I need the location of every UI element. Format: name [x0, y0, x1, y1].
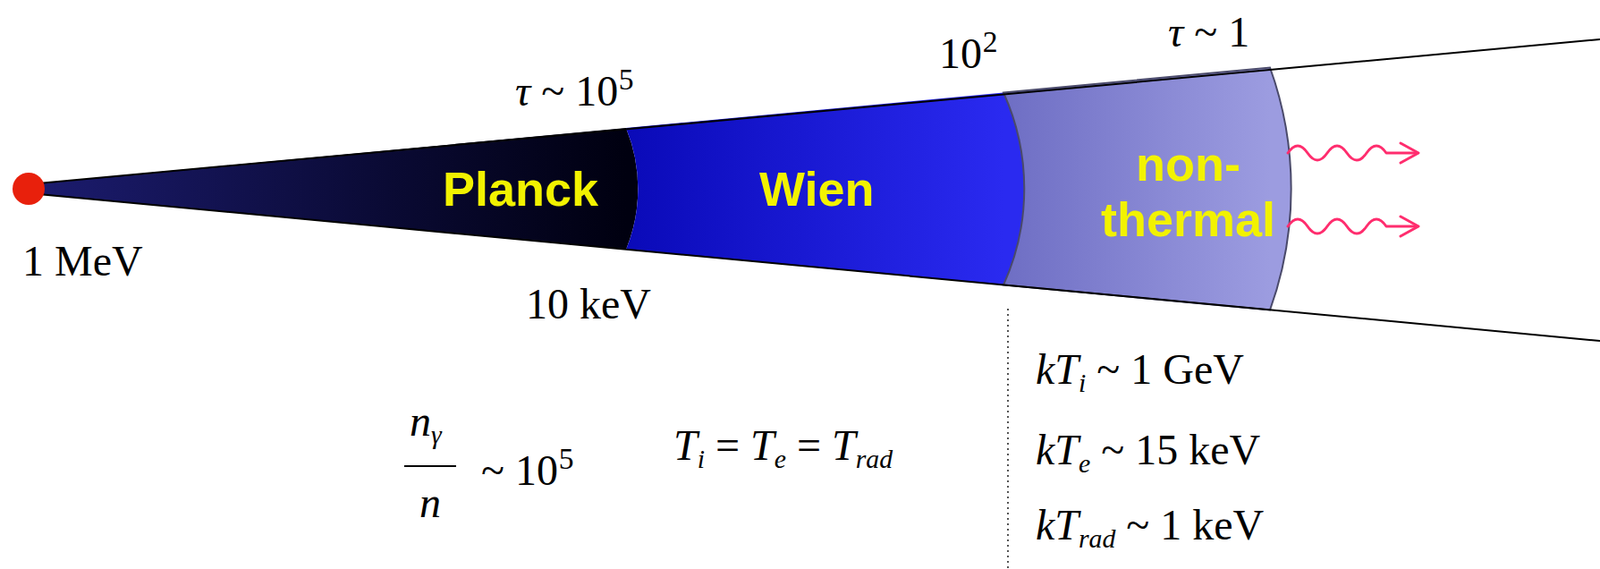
label-text: =: [796, 421, 822, 469]
band-label: Planck: [442, 160, 599, 217]
label-text: ~ 1: [1193, 8, 1250, 56]
label-text: kT: [1035, 425, 1079, 474]
photon-wave: [1287, 219, 1417, 234]
arrowhead: [1400, 216, 1419, 237]
subscript: γ: [431, 419, 442, 449]
temperature-label: kTe ~ 15 keV: [1035, 423, 1261, 490]
subscript: i: [697, 443, 705, 474]
band-label: Wien: [759, 160, 875, 217]
subscript: e: [774, 443, 787, 474]
superscript: 2: [982, 25, 999, 59]
nonthermal-region: [1003, 67, 1292, 311]
subscript: e: [1078, 448, 1091, 478]
superscript: 5: [558, 441, 575, 475]
temperature-label: kTi ~ 1 GeV: [1035, 343, 1245, 409]
region-name: non- thermal: [1100, 136, 1276, 246]
label-text: kT: [1035, 345, 1079, 393]
label-text: 10: [939, 29, 983, 77]
fraction-numerator: nγ: [409, 395, 442, 461]
wien-region: [626, 93, 1025, 286]
fraction-bar: [404, 465, 457, 467]
planck-region: [28, 127, 638, 250]
energy-label: 1 MeV: [22, 235, 144, 288]
fraction-denominator: n: [419, 476, 441, 529]
label-text: =: [715, 421, 740, 469]
optical-depth: τ~ 105: [515, 53, 635, 118]
energy-label: 10 keV: [525, 278, 652, 331]
equilibrium-formula: Ti=Te=Trad: [673, 419, 893, 485]
label-text: T: [831, 421, 856, 469]
ratio-value: ~ 105: [481, 432, 574, 497]
subscript: rad: [855, 443, 893, 474]
temperature-label: kTrad ~ 1 keV: [1035, 499, 1264, 565]
label-text: ~ 10: [481, 446, 559, 494]
label-text: τ: [515, 67, 531, 115]
label-text: ~ 15 keV: [1100, 425, 1261, 474]
label-text: ~ 1 keV: [1125, 500, 1264, 549]
label-text: n: [409, 397, 432, 445]
photon-arrows: [1287, 143, 1419, 237]
label-text: 1 MeV: [22, 237, 144, 285]
band-label: non- thermal: [1100, 135, 1276, 247]
photon-wave: [1287, 145, 1417, 161]
superscript: 5: [618, 62, 635, 96]
label-text: ~ 1 GeV: [1096, 345, 1245, 393]
optical-depth: τ~ 1: [1168, 6, 1250, 59]
region-name: Wien: [759, 161, 875, 216]
label-text: n: [419, 478, 441, 526]
label-text: ~ 10: [541, 67, 618, 115]
label-text: τ: [1168, 8, 1184, 56]
divider-line: [1007, 308, 1009, 569]
label-text: 10 keV: [525, 279, 652, 328]
arrowhead: [1400, 143, 1419, 163]
optical-depth: 102: [939, 16, 998, 80]
subscript: i: [1078, 367, 1086, 398]
subscript: rad: [1078, 523, 1116, 553]
region-name: Planck: [442, 161, 599, 216]
source-dot: [12, 172, 45, 205]
label-text: T: [750, 421, 775, 469]
label-text: kT: [1035, 500, 1079, 549]
label-text: T: [673, 421, 698, 469]
